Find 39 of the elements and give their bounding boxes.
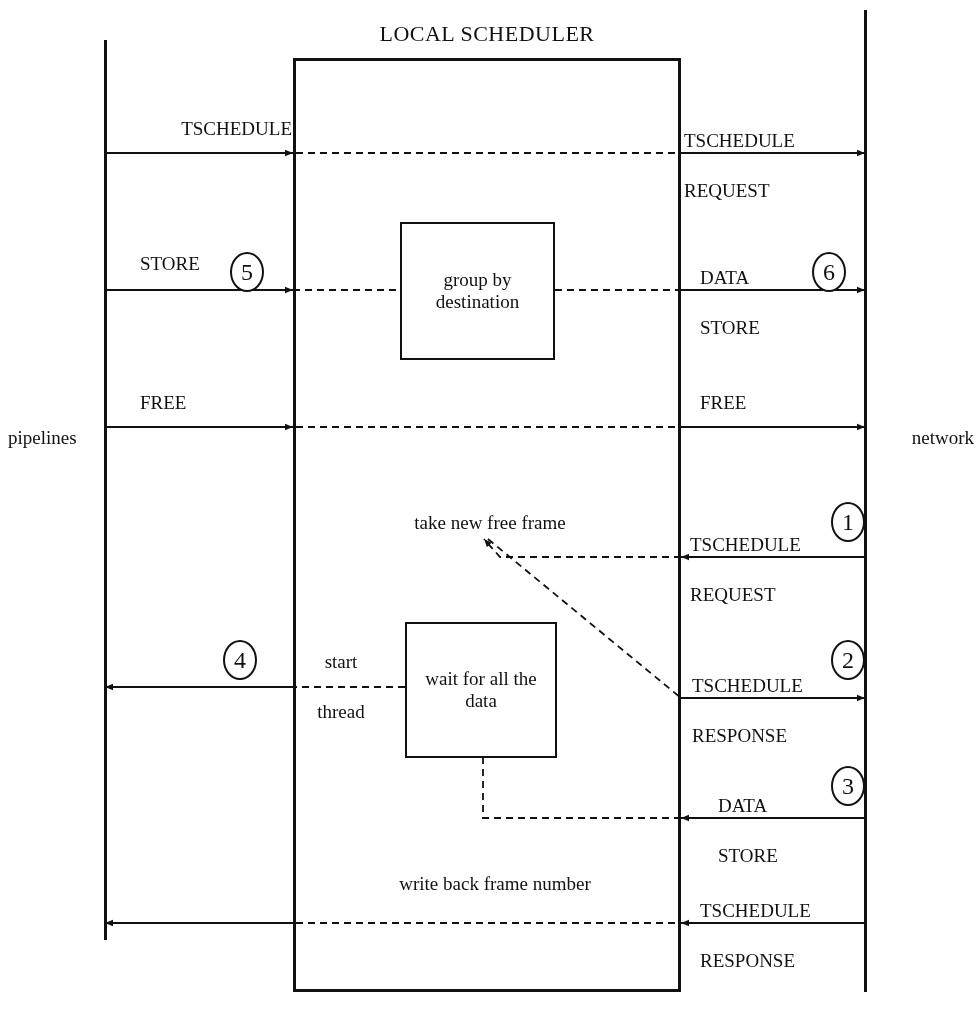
scheduler-heading: LOCAL SCHEDULER — [378, 20, 596, 48]
process-box: group by destination — [400, 222, 555, 360]
step-text: take new free frame — [400, 507, 580, 539]
edge-label: DATA STORE — [718, 794, 779, 868]
note-text: start thread — [316, 650, 366, 724]
arrow — [681, 694, 865, 702]
arrow — [105, 919, 293, 927]
arrow — [681, 814, 865, 822]
edge-label: FREE — [140, 392, 188, 414]
edge-label: DATA STORE — [700, 266, 761, 340]
arrow — [105, 423, 293, 431]
edge-label: TSCHEDULE REQUEST — [684, 129, 796, 203]
arrow — [681, 919, 865, 927]
callout-number: 6 — [812, 252, 846, 292]
callout-number: 3 — [831, 766, 865, 806]
edge-label: FREE — [700, 392, 748, 414]
edge-label: STORE — [140, 253, 201, 275]
note-text: write back frame number — [398, 873, 592, 895]
callout-number: 4 — [223, 640, 257, 680]
connector-line — [554, 289, 682, 291]
process-box: wait for all the data — [405, 622, 557, 758]
arrow — [105, 286, 293, 294]
callout-number: 5 — [230, 252, 264, 292]
callout-number: 1 — [831, 502, 865, 542]
lifeline-label: pipelines — [8, 427, 77, 449]
callout-number: 2 — [831, 640, 865, 680]
arrow — [681, 423, 865, 431]
edge-label: TSCHEDULE REQUEST — [690, 533, 802, 607]
connector-line — [482, 757, 682, 819]
lifeline-label: network — [911, 427, 974, 449]
arrow — [105, 683, 293, 691]
edge-label: TSCHEDULE — [180, 118, 292, 140]
arrow — [681, 553, 865, 561]
arrow — [681, 149, 865, 157]
arrow — [105, 149, 293, 157]
edge-label: TSCHEDULE RESPONSE — [692, 674, 804, 748]
arrow — [483, 538, 682, 558]
arrow — [681, 286, 865, 294]
edge-label: TSCHEDULE RESPONSE — [700, 899, 812, 973]
